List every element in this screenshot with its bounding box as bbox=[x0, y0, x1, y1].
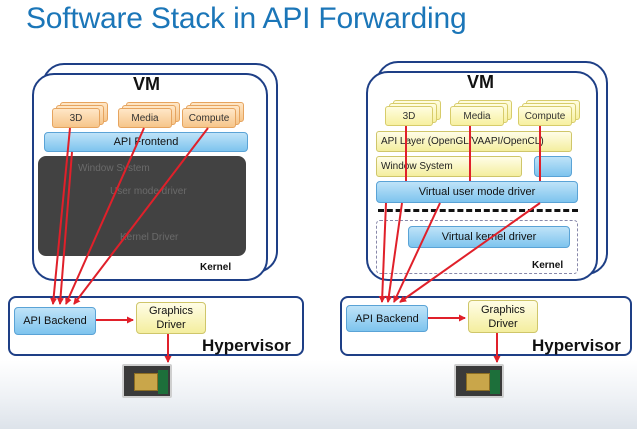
left-app-media: Media bbox=[118, 108, 172, 128]
right-hypervisor-label: Hypervisor bbox=[532, 336, 621, 355]
left-app-3d: 3D bbox=[52, 108, 100, 128]
right-kernel-label: Kernel bbox=[532, 260, 564, 271]
right-side-block bbox=[534, 156, 572, 177]
gpu-chip-icon bbox=[122, 364, 172, 398]
left-graphics-driver-label: Graphics Driver bbox=[148, 305, 194, 331]
slide-title: Software Stack in API Forwarding bbox=[26, 2, 467, 35]
right-window-system: Window System bbox=[376, 156, 522, 177]
left-obscured-window-system: Window System bbox=[78, 163, 150, 174]
left-api-backend: API Backend bbox=[14, 307, 96, 335]
gpu-chip-icon bbox=[454, 364, 504, 398]
right-app-media: Media bbox=[450, 106, 504, 126]
right-graphics-driver-label: Graphics Driver bbox=[480, 303, 526, 330]
right-graphics-driver: Graphics Driver bbox=[468, 300, 538, 333]
left-obscured-kernel-driver: Kernel Driver bbox=[120, 232, 179, 243]
right-app-compute: Compute bbox=[518, 106, 572, 126]
left-obscured-umd: User mode driver bbox=[110, 186, 187, 197]
left-graphics-driver: Graphics Driver bbox=[136, 302, 206, 334]
right-virtual-user-mode-driver: Virtual user mode driver bbox=[376, 181, 578, 203]
right-api-backend: API Backend bbox=[346, 305, 428, 332]
left-hypervisor-label: Hypervisor bbox=[202, 336, 291, 355]
left-kernel-label: Kernel bbox=[200, 262, 232, 273]
left-api-frontend: API Frontend bbox=[44, 132, 248, 152]
right-vm-label: VM bbox=[467, 72, 494, 92]
left-app-compute: Compute bbox=[182, 108, 236, 128]
right-api-layer: API Layer (OpenGL/VAAPI/OpenCL) bbox=[376, 131, 572, 152]
right-app-3d: 3D bbox=[385, 106, 433, 126]
right-virtual-kernel-driver: Virtual kernel driver bbox=[408, 226, 570, 248]
user-kernel-divider bbox=[378, 209, 578, 212]
left-vm-label: VM bbox=[133, 74, 160, 94]
bottom-gradient-band bbox=[0, 360, 637, 429]
